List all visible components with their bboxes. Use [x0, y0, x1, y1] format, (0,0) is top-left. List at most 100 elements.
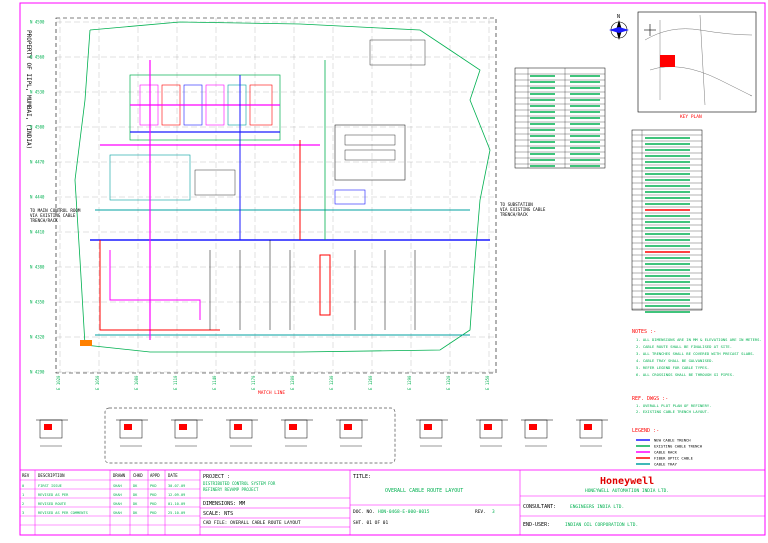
section-cable	[484, 424, 492, 430]
doc-no-label: DOC. NO.	[353, 509, 375, 515]
grid-label-bottom: E 1260	[368, 375, 373, 390]
legend-label: NEW CABLE TRENCH	[654, 438, 691, 443]
key-plan-label: KEY PLAN	[680, 114, 702, 120]
grid-label-bottom: E 1110	[173, 375, 178, 390]
ref-item: 2. EXISTING CABLE TRENCH LAYOUT.	[636, 409, 709, 414]
section-cable	[44, 424, 52, 430]
grid-labels-bottom: E 1020 E 1050 E 1080 E 1110 E 1140 E 1170 E 12…	[56, 375, 490, 390]
grid-label-bottom: E 1050	[95, 375, 100, 390]
grid-label-bottom: E 1320	[446, 375, 451, 390]
grid-label-left: N 4560	[30, 55, 45, 60]
schedule-table	[514, 67, 606, 169]
doc-no: HON-0468-E-000-0015	[378, 509, 430, 515]
title-label: TITLE:	[353, 474, 371, 480]
north-arrow: N	[609, 14, 629, 40]
rev-cell: PKD	[150, 493, 157, 497]
legend-heading: LEGEND :-	[632, 428, 659, 434]
grid-label-left: N 4470	[30, 160, 45, 165]
section-cable	[344, 424, 352, 430]
grid-label-bottom: E 1200	[290, 375, 295, 390]
north-label: N	[617, 14, 620, 20]
rev-cell: 1	[22, 493, 24, 497]
grid-label-left: N 4440	[30, 195, 45, 200]
note-item: 5. REFER LEGEND FOR CABLE TYPES.	[636, 365, 709, 370]
rev-cell: REVISED AS PER COMMENTS	[38, 511, 88, 515]
ref-item: 1. OVERALL PLOT PLAN OF REFINERY.	[636, 403, 711, 408]
section-cable	[179, 424, 187, 430]
section-cable	[584, 424, 592, 430]
cable-routes	[80, 60, 490, 346]
key-plan: KEY PLAN	[637, 11, 757, 120]
rev-cell: DK	[133, 484, 138, 488]
grid-lines	[56, 18, 496, 373]
rev-cell: 0	[22, 484, 24, 488]
rev-header: DRAWN	[113, 473, 126, 478]
rev-cell: SHAH	[113, 502, 122, 506]
note-item: 2. CABLE ROUTE SHALL BE FINALISED AT SIT…	[636, 344, 732, 349]
section-details	[36, 407, 608, 464]
legend-label: EXISTING CABLE TRENCH	[654, 444, 703, 449]
dimensions-label: DIMENSIONS: MM	[203, 501, 245, 507]
rev-cell: 3	[22, 511, 24, 515]
rev-cell: DK	[133, 511, 138, 515]
grid-label-bottom: E 1350	[485, 375, 490, 390]
section-cable	[424, 424, 432, 430]
process-area	[129, 74, 281, 141]
rev-cell: 30.07.09	[168, 484, 185, 488]
cable-schedule-table	[631, 129, 703, 313]
grid-label-bottom: E 1080	[134, 375, 139, 390]
rev-cell: PKD	[150, 502, 157, 506]
ref-dwgs-heading: REF. DWGS :-	[632, 396, 668, 402]
grid-label-left: N 4350	[30, 300, 45, 305]
rev-header: DATE	[168, 473, 178, 478]
company-name: Honeywell	[600, 476, 654, 487]
consultant-label: CONSULTANT:	[523, 504, 556, 510]
compass-small	[644, 24, 656, 36]
cad-file-label: CAD FILE: OVERALL CABLE ROUTE LAYOUT	[203, 520, 301, 526]
side-label: PROPERTY OF IIPL, MUMBAI, (INDIA)	[25, 30, 32, 149]
rev-value: 3	[492, 509, 495, 515]
rev-cell: PKD	[150, 511, 157, 515]
note-item: 1. ALL DIMENSIONS ARE IN MM & ELEVATIONS…	[636, 337, 762, 342]
grid-label-bottom: E 1020	[56, 375, 61, 390]
grid-label-bottom: E 1140	[212, 375, 217, 390]
rev-cell: REVISED ROUTE	[38, 502, 66, 506]
plan-boundary	[55, 17, 497, 374]
legend-label: CABLE TRAY	[654, 462, 678, 467]
notes-block: NOTES :- 1. ALL DIMENSIONS ARE IN MM & E…	[632, 329, 762, 377]
rev-cell: 25.10.09	[168, 511, 185, 515]
section-cable	[289, 424, 297, 430]
end-user-label: END-USER:	[523, 522, 550, 528]
end-user-value: INDIAN OIL CORPORATION LTD.	[565, 522, 638, 528]
rev-cell: DK	[133, 493, 138, 497]
legend-label: FIBER OPTIC CABLE	[654, 456, 694, 461]
grid-label-bottom: E 1230	[329, 375, 334, 390]
project-label: PROJECT :	[203, 474, 230, 480]
note-item: 6. ALL CROSSINGS SHALL BE THROUGH GI PIP…	[636, 372, 734, 377]
grid-label-left: N 4380	[30, 265, 45, 270]
rev-label: REV.	[475, 509, 486, 515]
scale-label: SCALE: NTS	[203, 511, 233, 517]
title-text: OVERALL CABLE ROUTE LAYOUT	[385, 488, 463, 494]
grid-label-left: N 4290	[30, 370, 45, 375]
sheet-label: SHT. 01 OF 01	[353, 520, 389, 526]
rev-header: DESCRIPTION	[38, 473, 65, 478]
consultant-value: ENGINEERS INDIA LTD.	[570, 504, 624, 510]
rev-header: CHKD	[133, 473, 143, 478]
rev-header: REV	[22, 473, 30, 478]
rev-cell: FIRST ISSUE	[38, 484, 62, 488]
note-item: 3. ALL TRENCHES SHALL BE COVERED WITH PR…	[636, 351, 755, 356]
grid-label-bottom: E 1170	[251, 375, 256, 390]
section-cable	[529, 424, 537, 430]
grid-label-bottom: E 1290	[407, 375, 412, 390]
legend-label: CABLE RACK	[654, 450, 678, 455]
